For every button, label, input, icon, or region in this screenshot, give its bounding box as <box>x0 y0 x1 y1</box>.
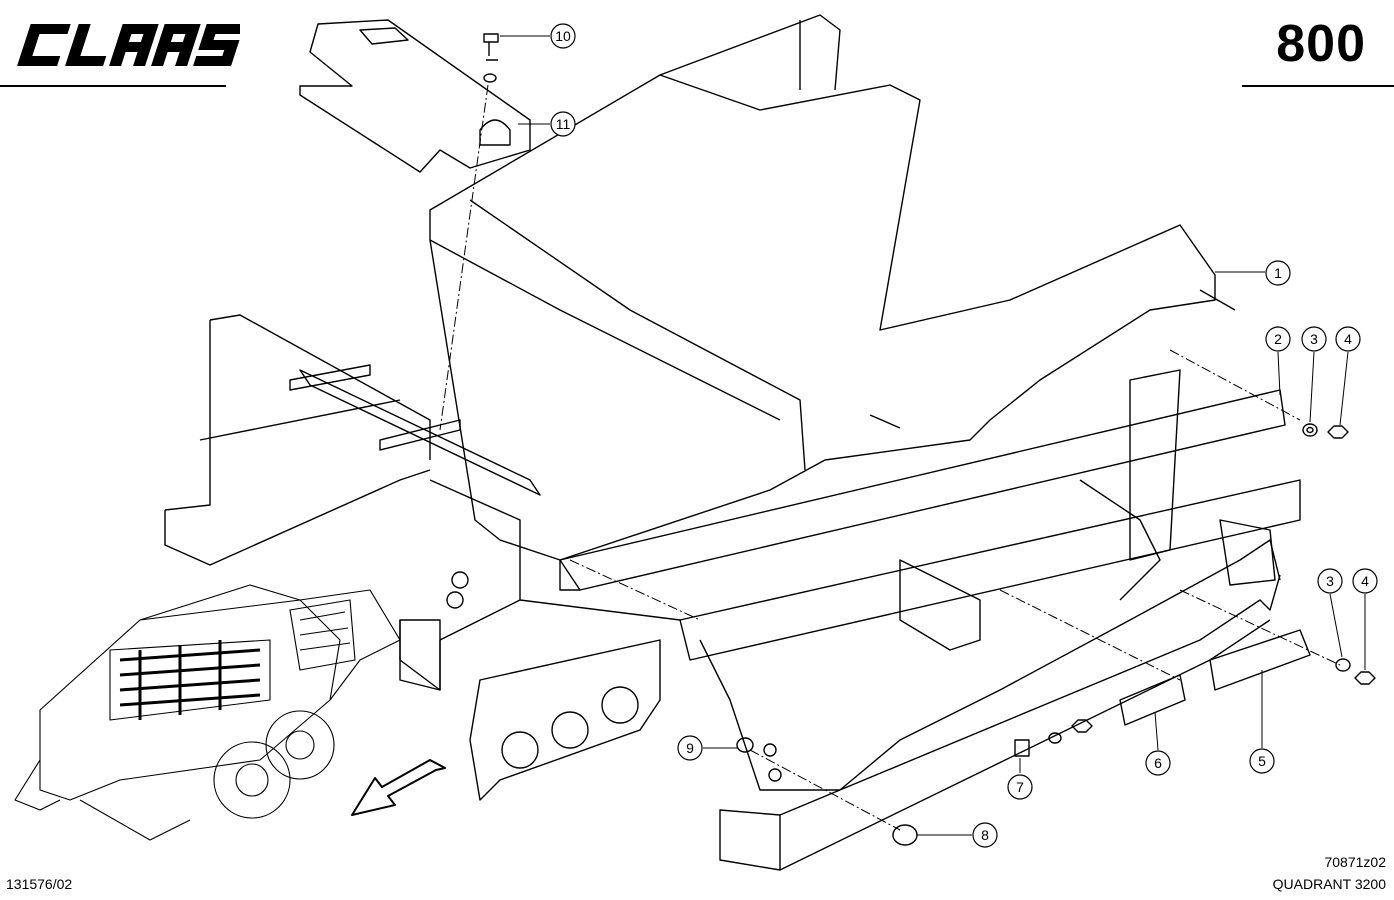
callout-label: 6 <box>1154 755 1162 771</box>
callout-label: 3 <box>1310 331 1318 347</box>
document-number: 131576/02 <box>6 876 73 892</box>
callout-label: 2 <box>1274 331 1282 347</box>
callout-circle <box>1007 774 1033 800</box>
side-plate-holes <box>446 571 782 782</box>
callout-label: 9 <box>686 740 694 756</box>
callout-label: 10 <box>555 28 571 44</box>
callout-label: 11 <box>556 116 571 132</box>
callout-label: 7 <box>1016 779 1024 795</box>
callout-leaders <box>500 35 1366 836</box>
cross-rails <box>289 289 1236 496</box>
drawing-number: 70871z02 <box>1324 854 1386 870</box>
callout-circle <box>1145 750 1171 776</box>
callout-circle <box>550 111 576 137</box>
callout-group: 1 2 3 4 3 4 5 6 7 8 9 10 11 <box>550 23 1378 848</box>
main-frame <box>164 14 1301 871</box>
callout-label: 1 <box>1274 265 1282 281</box>
callout-circle <box>972 822 998 848</box>
page-number: 800 <box>1276 15 1366 73</box>
callout-circle <box>1317 568 1343 594</box>
claas-logo <box>17 24 240 66</box>
callout-label: 4 <box>1361 573 1369 589</box>
callout-circle <box>1265 326 1291 352</box>
direction-arrow <box>351 759 446 816</box>
wear-pad-part-6 <box>1119 674 1186 726</box>
callout-circle <box>1352 568 1378 594</box>
callout-circle <box>1301 326 1327 352</box>
callout-label: 4 <box>1344 331 1352 347</box>
callout-label: 3 <box>1326 573 1334 589</box>
wear-pad-part-5 <box>1209 629 1311 691</box>
callout-circle <box>677 735 703 761</box>
callout-circle <box>1265 260 1291 286</box>
hardware-nuts-washers <box>483 33 1376 846</box>
cover-plate-part-11 <box>299 19 531 173</box>
callout-circle <box>1249 748 1275 774</box>
callout-label: 8 <box>981 827 989 843</box>
model-name: QUADRANT 3200 <box>1272 876 1386 892</box>
callout-label: 5 <box>1258 753 1266 769</box>
assembly-lines <box>439 84 1341 831</box>
callout-circle <box>550 23 576 49</box>
baler-overview-thumbnail <box>14 584 401 841</box>
callout-circle <box>1335 326 1361 352</box>
